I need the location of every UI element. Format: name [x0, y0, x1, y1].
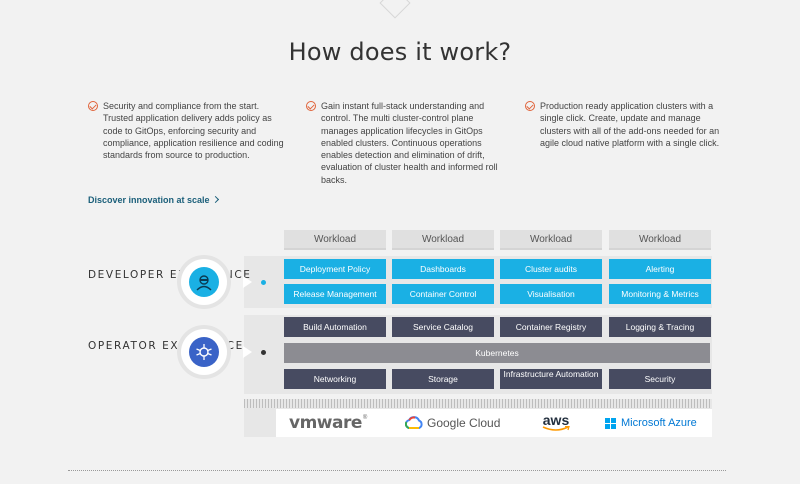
top-diamond-decoration [379, 0, 411, 19]
check-circle-icon [88, 101, 98, 111]
op-tile: Infrastructure Automation [500, 369, 602, 389]
tick-decoration [244, 399, 712, 408]
section-title: How does it work? [288, 38, 512, 66]
dev-tile: Container Control [392, 284, 494, 304]
kubernetes-bar: Kubernetes [284, 343, 710, 363]
discover-innovation-link[interactable]: Discover innovation at scale [88, 195, 219, 205]
op-tile: Service Catalog [392, 317, 494, 337]
check-circle-icon [525, 101, 535, 111]
op-tile: Build Automation [284, 317, 386, 337]
section-divider [68, 470, 726, 471]
op-tile: Logging & Tracing [609, 317, 711, 337]
azure-label: Microsoft Azure [621, 417, 697, 429]
feature-column-1: Security and compliance from the start. … [88, 100, 288, 161]
aws-smile-icon [542, 426, 570, 431]
dev-tile: Dashboards [392, 259, 494, 279]
check-circle-icon [306, 101, 316, 111]
feature-column-2: Gain instant full-stack understanding an… [306, 100, 506, 186]
google-cloud-logo: Google Cloud [405, 409, 500, 437]
vmware-logo: vmware ® [289, 413, 368, 433]
developer-dot [261, 280, 266, 285]
aws-logo: aws [542, 409, 570, 437]
google-cloud-icon [405, 416, 423, 429]
workload-header: Workload [284, 230, 386, 250]
operator-pointer [243, 346, 252, 358]
developer-avatar [181, 259, 227, 305]
dev-tile: Release Management [284, 284, 386, 304]
feature-column-3: Production ready application clusters wi… [525, 100, 725, 149]
developer-pointer [243, 276, 252, 288]
operator-dot [261, 350, 266, 355]
op-tile: Networking [284, 369, 386, 389]
discover-link-label: Discover innovation at scale [88, 195, 210, 205]
feature-text: Production ready application clusters wi… [540, 101, 720, 148]
developer-experience-label: DEVELOPER EXPERIENCE [88, 269, 252, 281]
op-tile: Container Registry [500, 317, 602, 337]
feature-text: Gain instant full-stack understanding an… [321, 101, 498, 185]
operator-avatar [181, 329, 227, 375]
workload-header: Workload [500, 230, 602, 250]
dev-tile: Visualisation [500, 284, 602, 304]
cloud-logo-bar [276, 409, 712, 437]
dev-tile: Monitoring & Metrics [609, 284, 711, 304]
kubernetes-helm-icon [196, 344, 212, 360]
dev-tile: Deployment Policy [284, 259, 386, 279]
windows-icon [605, 417, 616, 429]
vmware-logo-text: vmware [289, 413, 362, 433]
op-tile: Security [609, 369, 711, 389]
workload-header: Workload [609, 230, 711, 250]
dev-tile: Cluster audits [500, 259, 602, 279]
workload-header: Workload [392, 230, 494, 250]
google-cloud-label: Google Cloud [427, 416, 501, 430]
dev-tile: Alerting [609, 259, 711, 279]
aws-logo-text: aws [542, 412, 570, 428]
feature-text: Security and compliance from the start. … [103, 101, 284, 161]
microsoft-azure-logo: Microsoft Azure [605, 409, 697, 437]
chevron-right-icon [211, 195, 219, 204]
op-tile: Storage [392, 369, 494, 389]
developer-person-icon [196, 275, 212, 291]
